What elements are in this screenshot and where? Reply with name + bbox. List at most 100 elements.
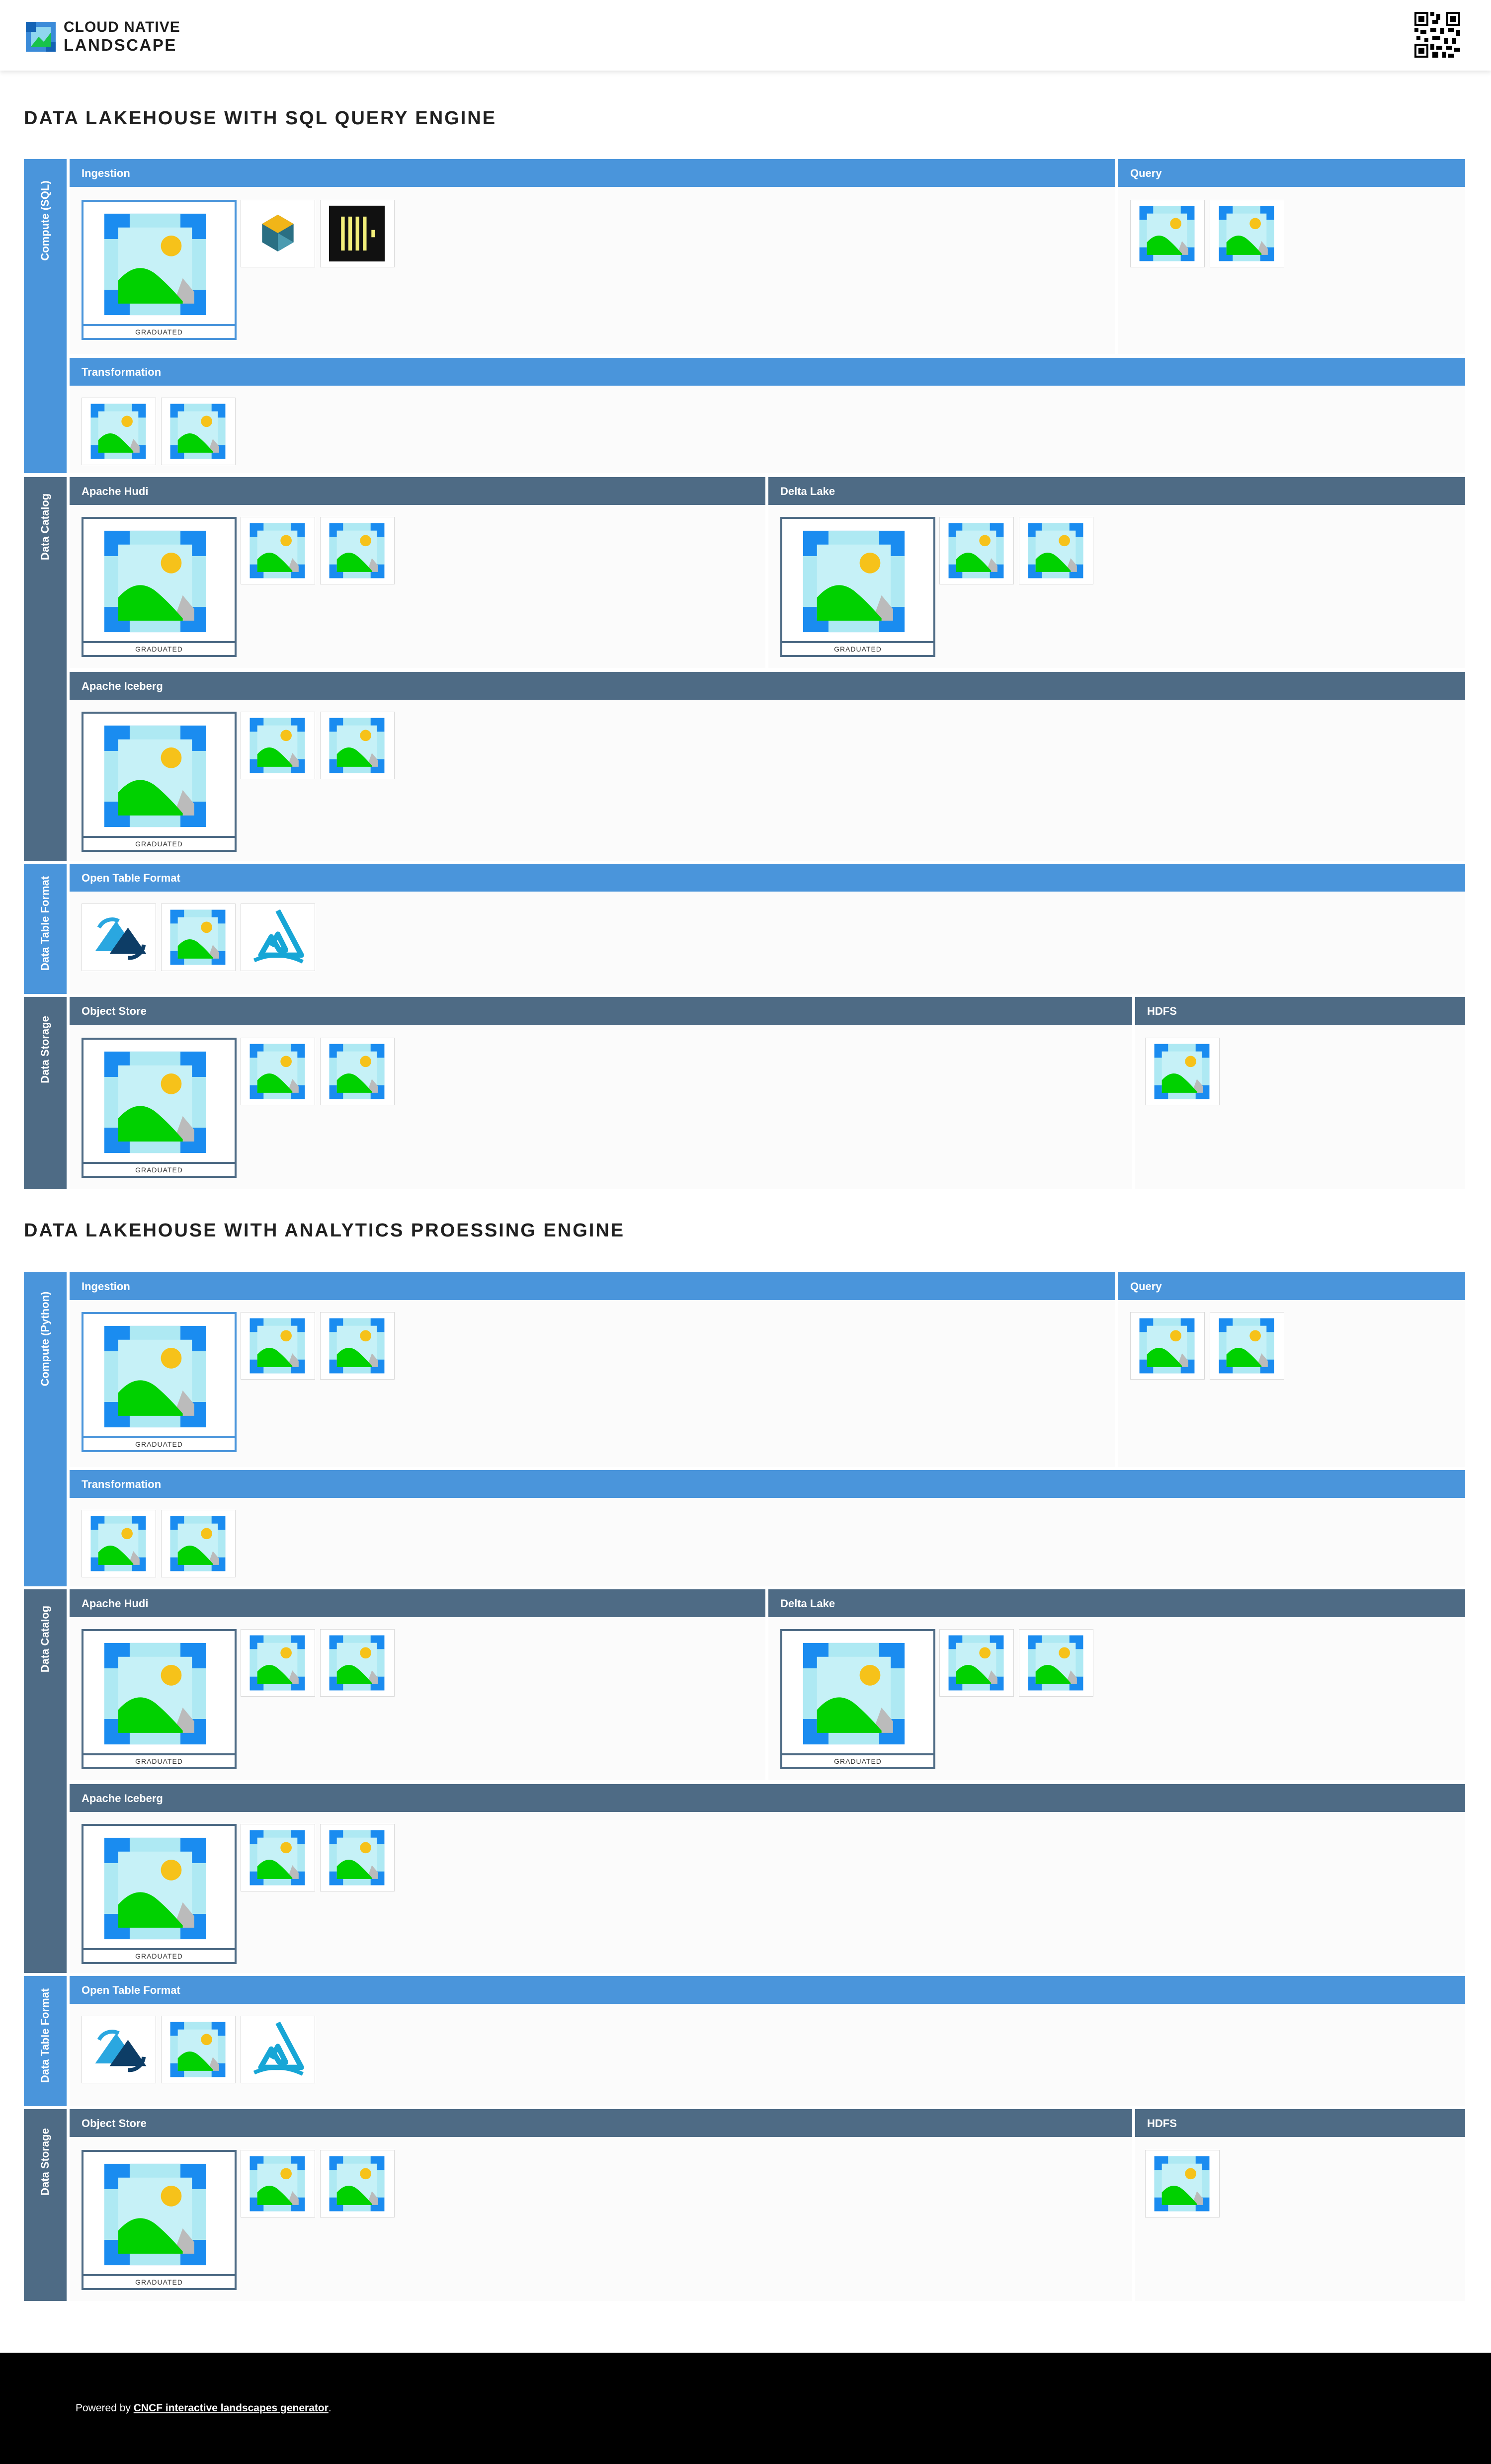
graduated-project-card[interactable]: GRADUATED (82, 517, 237, 657)
graduated-project-card[interactable]: GRADUATED (82, 2150, 237, 2290)
category-data-catalog: Data Catalog (24, 477, 67, 861)
project-card[interactable] (241, 200, 315, 267)
hexagon-logo-icon (262, 215, 294, 251)
project-card[interactable] (241, 517, 315, 584)
image-placeholder-icon (104, 530, 206, 633)
project-card[interactable] (320, 200, 395, 267)
graduated-project-card[interactable]: GRADUATED (82, 712, 237, 852)
graduated-project-card[interactable]: GRADUATED (82, 1038, 237, 1178)
project-card[interactable] (1019, 1629, 1093, 1697)
subcategory-header: Delta Lake (768, 477, 1465, 505)
graduated-project-card[interactable]: GRADUATED (82, 200, 237, 340)
delta-logo-icon (253, 2021, 304, 2076)
project-card[interactable] (241, 1312, 315, 1380)
image-placeholder-icon (249, 1044, 305, 1099)
footer-link[interactable]: CNCF interactive landscapes generator (133, 2402, 329, 2414)
subcategory-header: Open Table Format (70, 864, 1465, 892)
image-placeholder-icon (90, 404, 146, 459)
project-card[interactable] (82, 1510, 156, 1577)
project-card[interactable] (161, 2016, 236, 2083)
graduated-project-card[interactable]: GRADUATED (780, 1629, 935, 1769)
bars-logo-icon (329, 205, 385, 262)
image-placeholder-icon (948, 523, 1004, 578)
project-card[interactable] (320, 2150, 395, 2218)
subcategory-query: Query (1118, 159, 1465, 354)
project-card[interactable] (320, 1629, 395, 1697)
graduated-badge: GRADUATED (83, 1948, 235, 1962)
image-placeholder-icon (329, 1830, 385, 1886)
project-card[interactable] (1145, 1038, 1220, 1105)
category-label: Data Table Format (39, 876, 51, 971)
subcategory-transformation: Transformation (70, 1470, 1465, 1586)
project-card[interactable] (82, 903, 156, 971)
project-card[interactable] (241, 1038, 315, 1105)
project-card[interactable] (241, 2150, 315, 2218)
subcategory-header: Apache Iceberg (70, 1784, 1465, 1812)
graduated-project-card[interactable]: GRADUATED (82, 1312, 237, 1452)
subcategory-ingestion: Ingestion (70, 159, 1115, 354)
subcategory-header: HDFS (1135, 2109, 1465, 2137)
project-card[interactable] (1210, 1312, 1284, 1380)
image-placeholder-icon (249, 718, 305, 773)
project-card[interactable] (1145, 2150, 1220, 2218)
project-card[interactable] (161, 398, 236, 465)
subcategory-header: Query (1118, 159, 1465, 187)
project-card[interactable] (939, 517, 1014, 584)
project-card[interactable] (1019, 517, 1093, 584)
image-placeholder-icon (329, 2156, 385, 2212)
image-placeholder-icon (104, 1837, 206, 1940)
graduated-badge: GRADUATED (782, 1753, 933, 1767)
project-card[interactable] (1130, 200, 1205, 267)
project-card[interactable] (241, 712, 315, 779)
graduated-project-card[interactable]: GRADUATED (780, 517, 935, 657)
project-card[interactable] (241, 1824, 315, 1891)
subcategory-transformation: Transformation (70, 358, 1465, 473)
subcategory-header: Object Store (70, 997, 1132, 1025)
subcategory-header: Object Store (70, 2109, 1132, 2137)
category-compute: Compute (Python) (24, 1272, 67, 1586)
project-card[interactable] (161, 903, 236, 971)
subcategory-header: Apache Hudi (70, 1589, 765, 1617)
image-placeholder-icon (170, 909, 226, 965)
project-card[interactable] (241, 1629, 315, 1697)
image-placeholder-icon (329, 523, 385, 578)
image-placeholder-icon (1139, 206, 1195, 261)
graduated-project-card[interactable]: GRADUATED (82, 1629, 237, 1769)
image-placeholder-icon (803, 1643, 905, 1745)
category-label: Compute (Python) (39, 1291, 51, 1387)
image-placeholder-icon (329, 1318, 385, 1374)
image-placeholder-icon (329, 718, 385, 773)
cncf-logo[interactable]: CLOUD NATIVE LANDSCAPE (26, 20, 180, 53)
qr-code-icon[interactable] (1414, 12, 1460, 58)
image-placeholder-icon (249, 1318, 305, 1374)
project-card[interactable] (320, 517, 395, 584)
image-placeholder-icon (329, 1044, 385, 1099)
project-card[interactable] (82, 2016, 156, 2083)
image-placeholder-icon (1154, 2156, 1210, 2212)
category-data-catalog: Data Catalog (24, 1589, 67, 1973)
project-card[interactable] (939, 1629, 1014, 1697)
category-compute: Compute (SQL) (24, 159, 67, 473)
graduated-project-card[interactable]: GRADUATED (82, 1824, 237, 1964)
subcategory-header: Apache Iceberg (70, 672, 1465, 700)
project-card[interactable] (241, 2016, 315, 2083)
image-placeholder-icon (1028, 523, 1083, 578)
graduated-badge: GRADUATED (83, 1162, 235, 1176)
category-data-storage: Data Storage (24, 2109, 67, 2301)
section-title-sql: DATA LAKEHOUSE WITH SQL QUERY ENGINE (24, 108, 497, 129)
project-card[interactable] (82, 398, 156, 465)
graduated-badge: GRADUATED (83, 836, 235, 850)
project-card[interactable] (320, 1824, 395, 1891)
project-card[interactable] (1130, 1312, 1205, 1380)
image-placeholder-icon (1028, 1635, 1083, 1691)
project-card[interactable] (320, 1312, 395, 1380)
image-placeholder-icon (104, 725, 206, 827)
project-card[interactable] (241, 903, 315, 971)
graduated-badge: GRADUATED (83, 1436, 235, 1450)
footer-text: Powered by CNCF interactive landscapes g… (76, 2402, 331, 2414)
graduated-badge: GRADUATED (83, 641, 235, 655)
project-card[interactable] (320, 1038, 395, 1105)
project-card[interactable] (320, 712, 395, 779)
project-card[interactable] (161, 1510, 236, 1577)
project-card[interactable] (1210, 200, 1284, 267)
